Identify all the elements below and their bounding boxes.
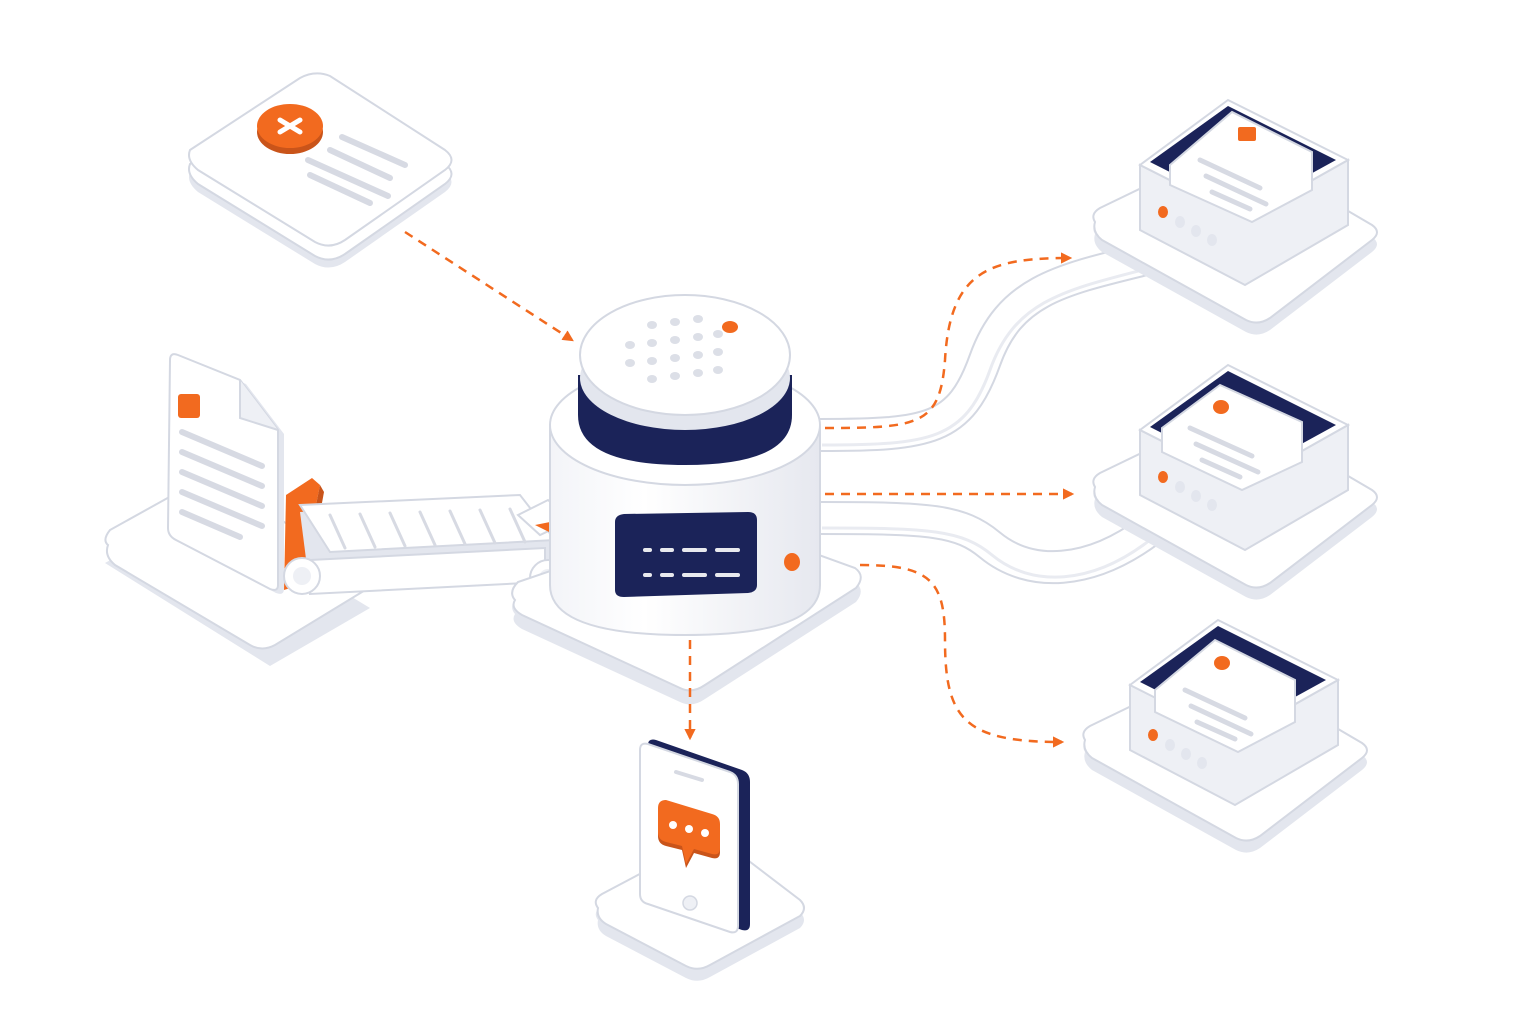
track-to-middle-tray [803,501,1167,585]
output-tray-top [1092,98,1378,335]
arrow-processor-to-bottom-tray [859,563,1065,748]
text-lines-icon [305,134,408,206]
tray-icon [1161,383,1303,492]
close-icon [257,104,323,154]
arrow-processor-to-top-tray [824,252,1073,430]
chat-bubble-icon [658,800,720,868]
conveyor-belt [283,493,574,597]
indicator-lights-icon [1158,471,1217,511]
display-panel [615,512,757,597]
document-icon [166,353,284,594]
vent-holes-icon [625,315,723,383]
source-document-card [188,72,453,268]
indicator-lights-icon [1148,729,1207,769]
tray-icon [1169,110,1313,224]
mobile-notification [594,739,805,981]
output-tray-middle [1092,363,1378,600]
output-tray-bottom [1082,618,1368,853]
status-light-icon [722,321,738,333]
track-to-top-tray [803,241,1167,452]
arrow-source-to-processor [404,230,574,342]
central-processor [511,294,862,705]
tray-icon [1154,638,1296,754]
indicator-lights-icon [1158,206,1217,246]
power-light-icon [784,553,800,571]
